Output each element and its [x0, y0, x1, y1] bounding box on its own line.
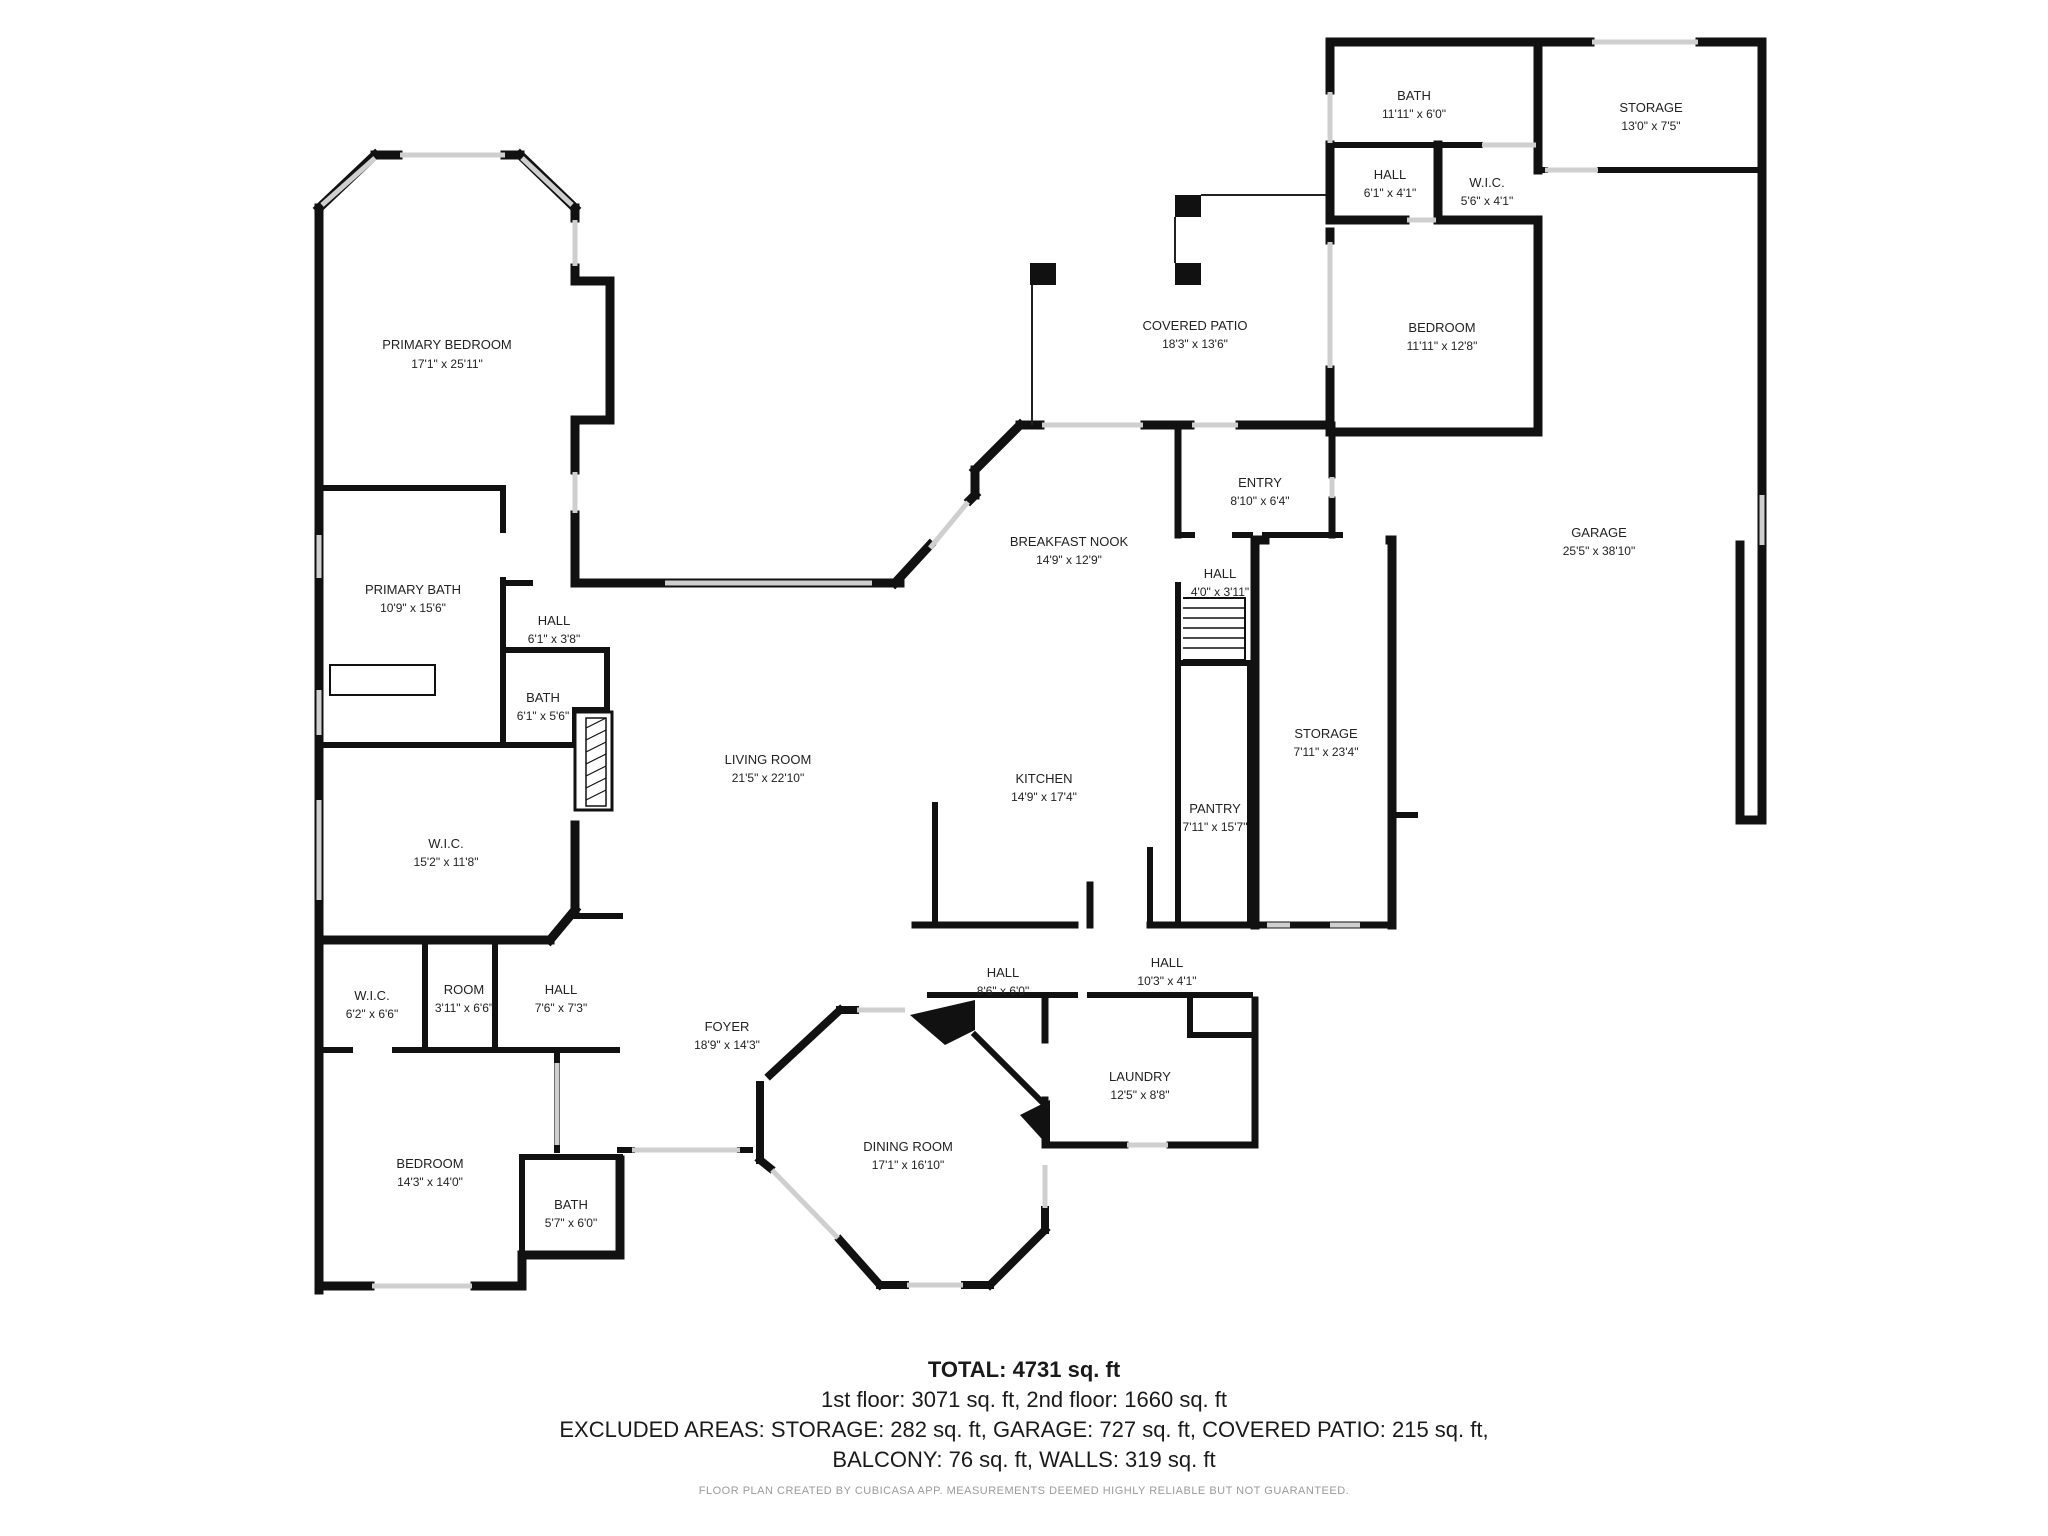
- label-wic-a: W.I.C.: [428, 836, 463, 851]
- dims-primary-bedroom: 17'1" x 25'11": [411, 357, 483, 371]
- label-bath-a: BATH: [526, 690, 560, 705]
- dims-breakfast-nook: 14'9" x 12'9": [1036, 553, 1102, 567]
- label-foyer: FOYER: [705, 1019, 750, 1034]
- label-bedroom-b: BEDROOM: [1408, 320, 1475, 335]
- dims-hall-f: 6'1" x 4'1": [1364, 186, 1416, 200]
- dims-wic-c: 5'6" x 4'1": [1461, 194, 1513, 208]
- dims-dining-room: 17'1" x 16'10": [872, 1158, 945, 1172]
- total-value: 4731 sq. ft: [1012, 1357, 1121, 1382]
- label-hall-b: HALL: [545, 982, 578, 997]
- label-hall-c: HALL: [987, 965, 1020, 980]
- dims-hall-b: 7'6" x 7'3": [535, 1001, 587, 1015]
- label-living-room: LIVING ROOM: [725, 752, 812, 767]
- dims-living-room: 21'5" x 22'10": [732, 771, 805, 785]
- label-bath-c: BATH: [1397, 88, 1431, 103]
- label-bath-b: BATH: [554, 1197, 588, 1212]
- dims-pantry: 7'11" x 15'7": [1183, 820, 1248, 834]
- label-wic-b: W.I.C.: [354, 988, 389, 1003]
- label-covered-patio: COVERED PATIO: [1143, 318, 1248, 333]
- label-entry: ENTRY: [1238, 475, 1282, 490]
- dims-hall-c: 8'6" x 6'0": [977, 984, 1029, 998]
- dims-foyer: 18'9" x 14'3": [694, 1038, 760, 1052]
- floor-areas: 1st floor: 3071 sq. ft, 2nd floor: 1660 …: [820, 1387, 1228, 1412]
- room-labels: PRIMARY BEDROOM 17'1" x 25'11" PRIMARY B…: [346, 88, 1683, 1230]
- label-primary-bedroom: PRIMARY BEDROOM: [382, 337, 512, 352]
- label-breakfast-nook: BREAKFAST NOOK: [1010, 534, 1129, 549]
- dims-bedroom-b: 11'11" x 12'8": [1407, 339, 1478, 353]
- label-primary-bath: PRIMARY BATH: [365, 582, 461, 597]
- dims-covered-patio: 18'3" x 13'6": [1162, 337, 1228, 351]
- dims-hall-a: 6'1" x 3'8": [528, 632, 580, 646]
- windows: [316, 39, 1765, 1289]
- floor-plan: PRIMARY BEDROOM 17'1" x 25'11" PRIMARY B…: [312, 37, 1767, 1295]
- dims-primary-bath: 10'9" x 15'6": [380, 601, 446, 615]
- total-label: TOTAL:: [927, 1357, 1007, 1382]
- label-storage-a: STORAGE: [1294, 726, 1358, 741]
- label-hall-f: HALL: [1374, 167, 1407, 182]
- label-garage: GARAGE: [1571, 525, 1627, 540]
- dims-hall-e: 4'0" x 3'11": [1191, 585, 1249, 599]
- walls-left-wing: [312, 148, 905, 1295]
- label-pantry: PANTRY: [1189, 801, 1241, 816]
- dims-bath-b: 5'7" x 6'0": [545, 1216, 597, 1230]
- dims-kitchen: 14'9" x 17'4": [1011, 790, 1077, 804]
- dims-storage-a: 7'11" x 23'4": [1294, 745, 1359, 759]
- dims-laundry: 12'5" x 8'8": [1110, 1088, 1169, 1102]
- disclaimer: FLOOR PLAN CREATED BY CUBICASA APP. MEAS…: [698, 1485, 1350, 1497]
- label-hall-e: HALL: [1204, 566, 1237, 581]
- label-dining-room: DINING ROOM: [863, 1139, 953, 1154]
- label-storage-b: STORAGE: [1619, 100, 1683, 115]
- walls-center: [754, 418, 1418, 1291]
- dims-wic-a: 15'2" x 11'8": [414, 855, 479, 869]
- walls-right-wing: [1030, 37, 1767, 825]
- label-hall-d: HALL: [1151, 955, 1184, 970]
- dims-garage: 25'5" x 38'10": [1563, 544, 1636, 558]
- excluded-areas-line-1: EXCLUDED AREAS: STORAGE: 282 sq. ft, GAR…: [559, 1417, 1489, 1442]
- total-area: TOTAL: 4731 sq. ft: [0, 1355, 2048, 1385]
- bathtub: [329, 664, 436, 696]
- dims-room: 3'11" x 6'6": [435, 1001, 493, 1015]
- dims-wic-b: 6'2" x 6'6": [346, 1007, 398, 1021]
- excluded-areas-line-2: BALCONY: 76 sq. ft, WALLS: 319 sq. ft: [832, 1447, 1216, 1472]
- label-laundry: LAUNDRY: [1109, 1069, 1171, 1084]
- dims-storage-b: 13'0" x 7'5": [1621, 119, 1680, 133]
- dims-bath-a: 6'1" x 5'6": [517, 709, 569, 723]
- dims-hall-d: 10'3" x 4'1": [1137, 974, 1196, 988]
- label-wic-c: W.I.C.: [1469, 175, 1504, 190]
- area-summary: TOTAL: 4731 sq. ft 1st floor: 3071 sq. f…: [0, 1355, 2048, 1499]
- label-kitchen: KITCHEN: [1015, 771, 1072, 786]
- label-hall-a: HALL: [538, 613, 571, 628]
- label-room: ROOM: [444, 982, 484, 997]
- label-bedroom-a: BEDROOM: [396, 1156, 463, 1171]
- dims-entry: 8'10" x 6'4": [1230, 494, 1289, 508]
- dims-bedroom-a: 14'3" x 14'0": [397, 1175, 463, 1189]
- dims-bath-c: 11'11" x 6'0": [1382, 107, 1446, 121]
